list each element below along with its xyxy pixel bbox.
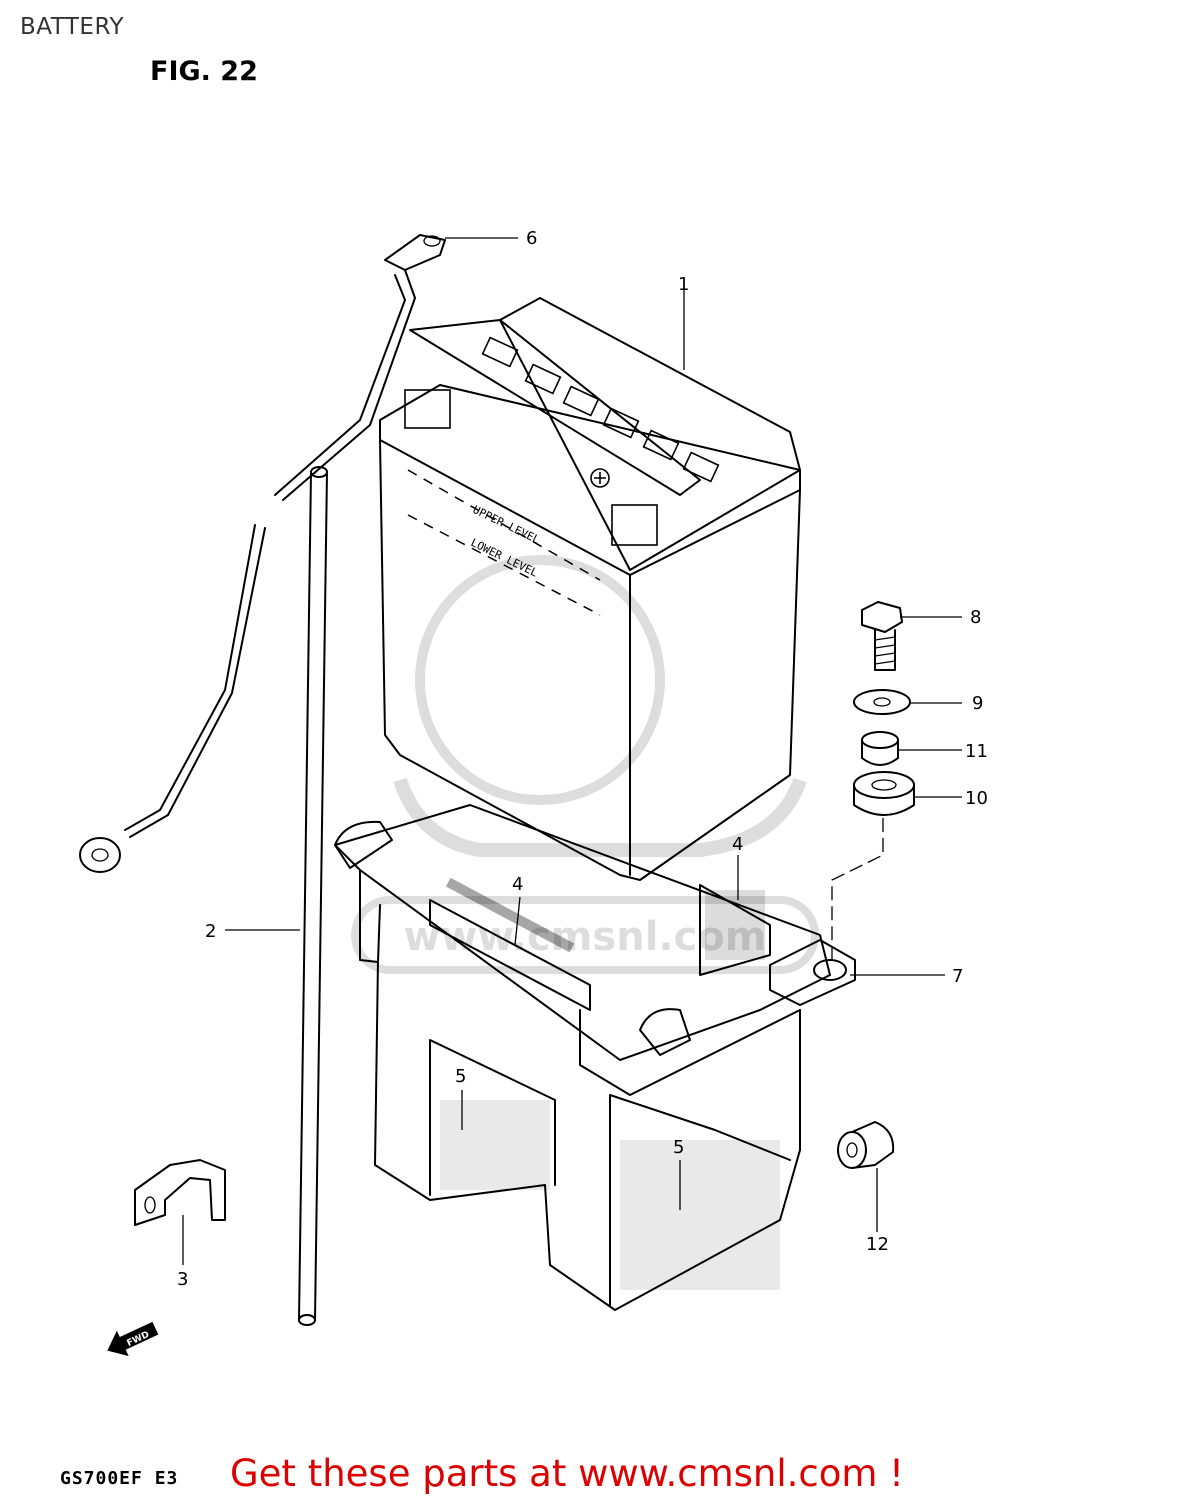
callout-10: 10	[965, 788, 988, 809]
battery-lead-part[interactable]	[79, 234, 446, 873]
callout-12: 12	[866, 1234, 889, 1255]
callout-7: 7	[952, 966, 963, 987]
callout-2: 2	[205, 921, 216, 942]
cmsnl-watermark: www.cmsnl.com	[351, 555, 819, 974]
callout-11: 11	[965, 741, 988, 762]
cmsnl-parts-link[interactable]: Get these parts at www.cmsnl.com !	[230, 1452, 905, 1495]
callout-8: 8	[970, 607, 981, 628]
forward-direction-arrow-icon: FWD	[107, 1321, 159, 1357]
callout-4b: 4	[732, 834, 743, 855]
battery-holder-part[interactable]	[334, 804, 856, 1311]
callout-6: 6	[526, 228, 537, 249]
callout-5a: 5	[455, 1066, 466, 1087]
callout-9: 9	[972, 693, 983, 714]
grommet-part[interactable]	[853, 771, 915, 816]
model-code: GS700EF E3	[60, 1468, 179, 1489]
breather-tube-part[interactable]	[298, 466, 328, 1326]
callout-4a: 4	[512, 874, 523, 895]
callout-3: 3	[177, 1269, 188, 1290]
page-title: BATTERY	[20, 14, 125, 40]
callout-numbers: 1 2 3 4 4 5 5 6 7 8 9 11 10 12	[177, 228, 988, 1290]
clamp-part[interactable]	[134, 1159, 226, 1226]
bolt-part[interactable]	[861, 601, 903, 671]
figure-number: FIG. 22	[150, 56, 258, 87]
spacer-part[interactable]	[837, 1121, 895, 1169]
callout-1: 1	[678, 274, 689, 295]
leader-lines	[182, 237, 962, 1265]
watermark-text: www.cmsnl.com	[404, 914, 767, 960]
washer-part[interactable]	[853, 689, 911, 715]
callout-5b: 5	[673, 1137, 684, 1158]
collar-part[interactable]	[861, 731, 899, 766]
